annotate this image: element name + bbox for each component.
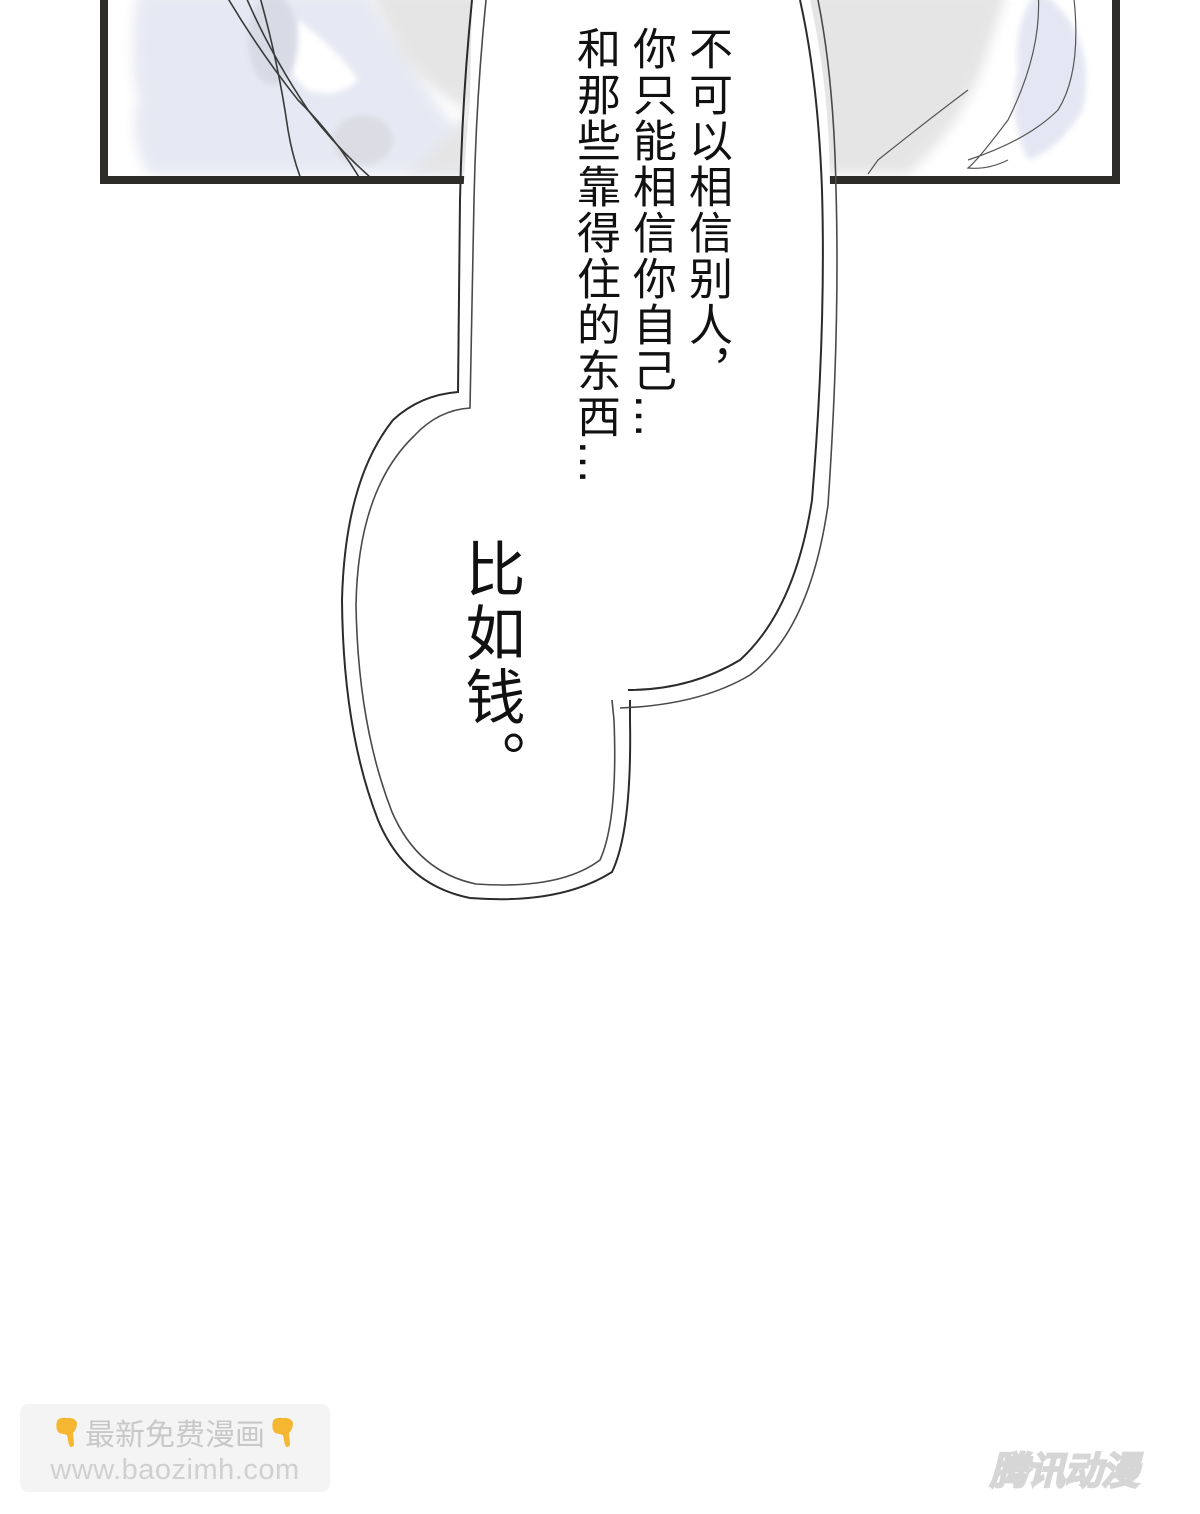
dialogue-column-1: 不可以相信别人， (681, 26, 732, 394)
dialogue-column-2: 你只能相信你自己… (625, 26, 676, 440)
dialogue-column-3: 和那些靠得住的东西… (569, 26, 620, 486)
pointing-down-hand-icon (269, 1415, 297, 1449)
site-watermark[interactable]: 最新免费漫画 www.baozimh.com (20, 1404, 330, 1492)
watermark-line1: 最新免费漫画 (85, 1418, 265, 1453)
dialogue-emphasis: 比如钱。 (455, 538, 525, 794)
pointing-down-hand-icon (53, 1415, 81, 1449)
watermark-url[interactable]: www.baozimh.com (50, 1454, 300, 1486)
publisher-logo: 腾讯动漫 (989, 1448, 1140, 1494)
